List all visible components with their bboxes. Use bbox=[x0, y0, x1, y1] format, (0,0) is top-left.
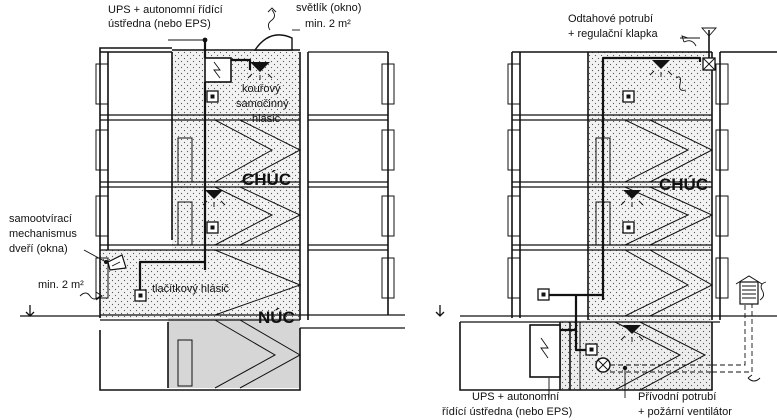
left-door-mechanism-label-1: samootvírací bbox=[9, 213, 72, 225]
left-door-mechanism-label-2: mechanismus bbox=[9, 228, 77, 240]
right-smoke-detector-top bbox=[649, 60, 673, 77]
left-door-mechanism-label-3: dveří (okna) bbox=[9, 243, 68, 255]
left-smoke-detector-label-2: samočinný bbox=[236, 98, 289, 110]
left-inlet-label: min. 2 m² bbox=[38, 279, 84, 291]
right-ups-label-2: řídící ústředna (nebo EPS) bbox=[442, 406, 572, 418]
right-building bbox=[435, 27, 777, 398]
right-supply-label-2: + požární ventilátor bbox=[638, 406, 732, 418]
right-smoke-detector-basement bbox=[620, 325, 644, 342]
right-basement bbox=[560, 320, 712, 390]
left-ups-box bbox=[204, 57, 232, 83]
right-air-intake bbox=[735, 275, 763, 305]
left-manual-call-points bbox=[134, 90, 219, 302]
left-skylight-label-2: min. 2 m² bbox=[305, 18, 351, 30]
right-exhaust-label-1: Odtahové potrubí bbox=[568, 13, 653, 25]
right-ups-box bbox=[529, 324, 561, 378]
right-manual-call-points bbox=[537, 90, 635, 356]
left-push-button-label: tlačítkový hlásič bbox=[152, 283, 230, 295]
right-exhaust-damper bbox=[701, 27, 717, 71]
right-ups-label-1: UPS + autonomní bbox=[472, 391, 559, 403]
left-smoke-detector-mid bbox=[202, 190, 226, 207]
right-smoke-detector-mid bbox=[620, 190, 644, 207]
left-smoke-detector-label-1: kouřový bbox=[242, 83, 281, 95]
left-skylight-label-1: světlík (okno) bbox=[296, 2, 361, 14]
left-ups-label-2: ústředna (nebo EPS) bbox=[108, 18, 211, 30]
left-building bbox=[20, 7, 405, 391]
left-ups-label-1: UPS + autonomní řídící bbox=[108, 4, 223, 16]
right-chuc-label: CHÚC bbox=[659, 175, 708, 194]
left-smoke-detector-label-3: hlásič bbox=[252, 113, 281, 125]
left-smoke-detector-top bbox=[247, 62, 273, 80]
left-nuc-label: NÚC bbox=[258, 308, 295, 327]
left-door-mechanism bbox=[107, 254, 127, 271]
left-skylight bbox=[253, 34, 293, 51]
right-supply-label-1: Přívodní potrubí bbox=[638, 391, 716, 403]
right-exhaust-label-2: + regulační klapka bbox=[568, 28, 658, 40]
right-fire-fan bbox=[595, 357, 611, 373]
left-chuc-label: CHÚC bbox=[242, 170, 291, 189]
right-stair-shaft bbox=[588, 52, 712, 320]
